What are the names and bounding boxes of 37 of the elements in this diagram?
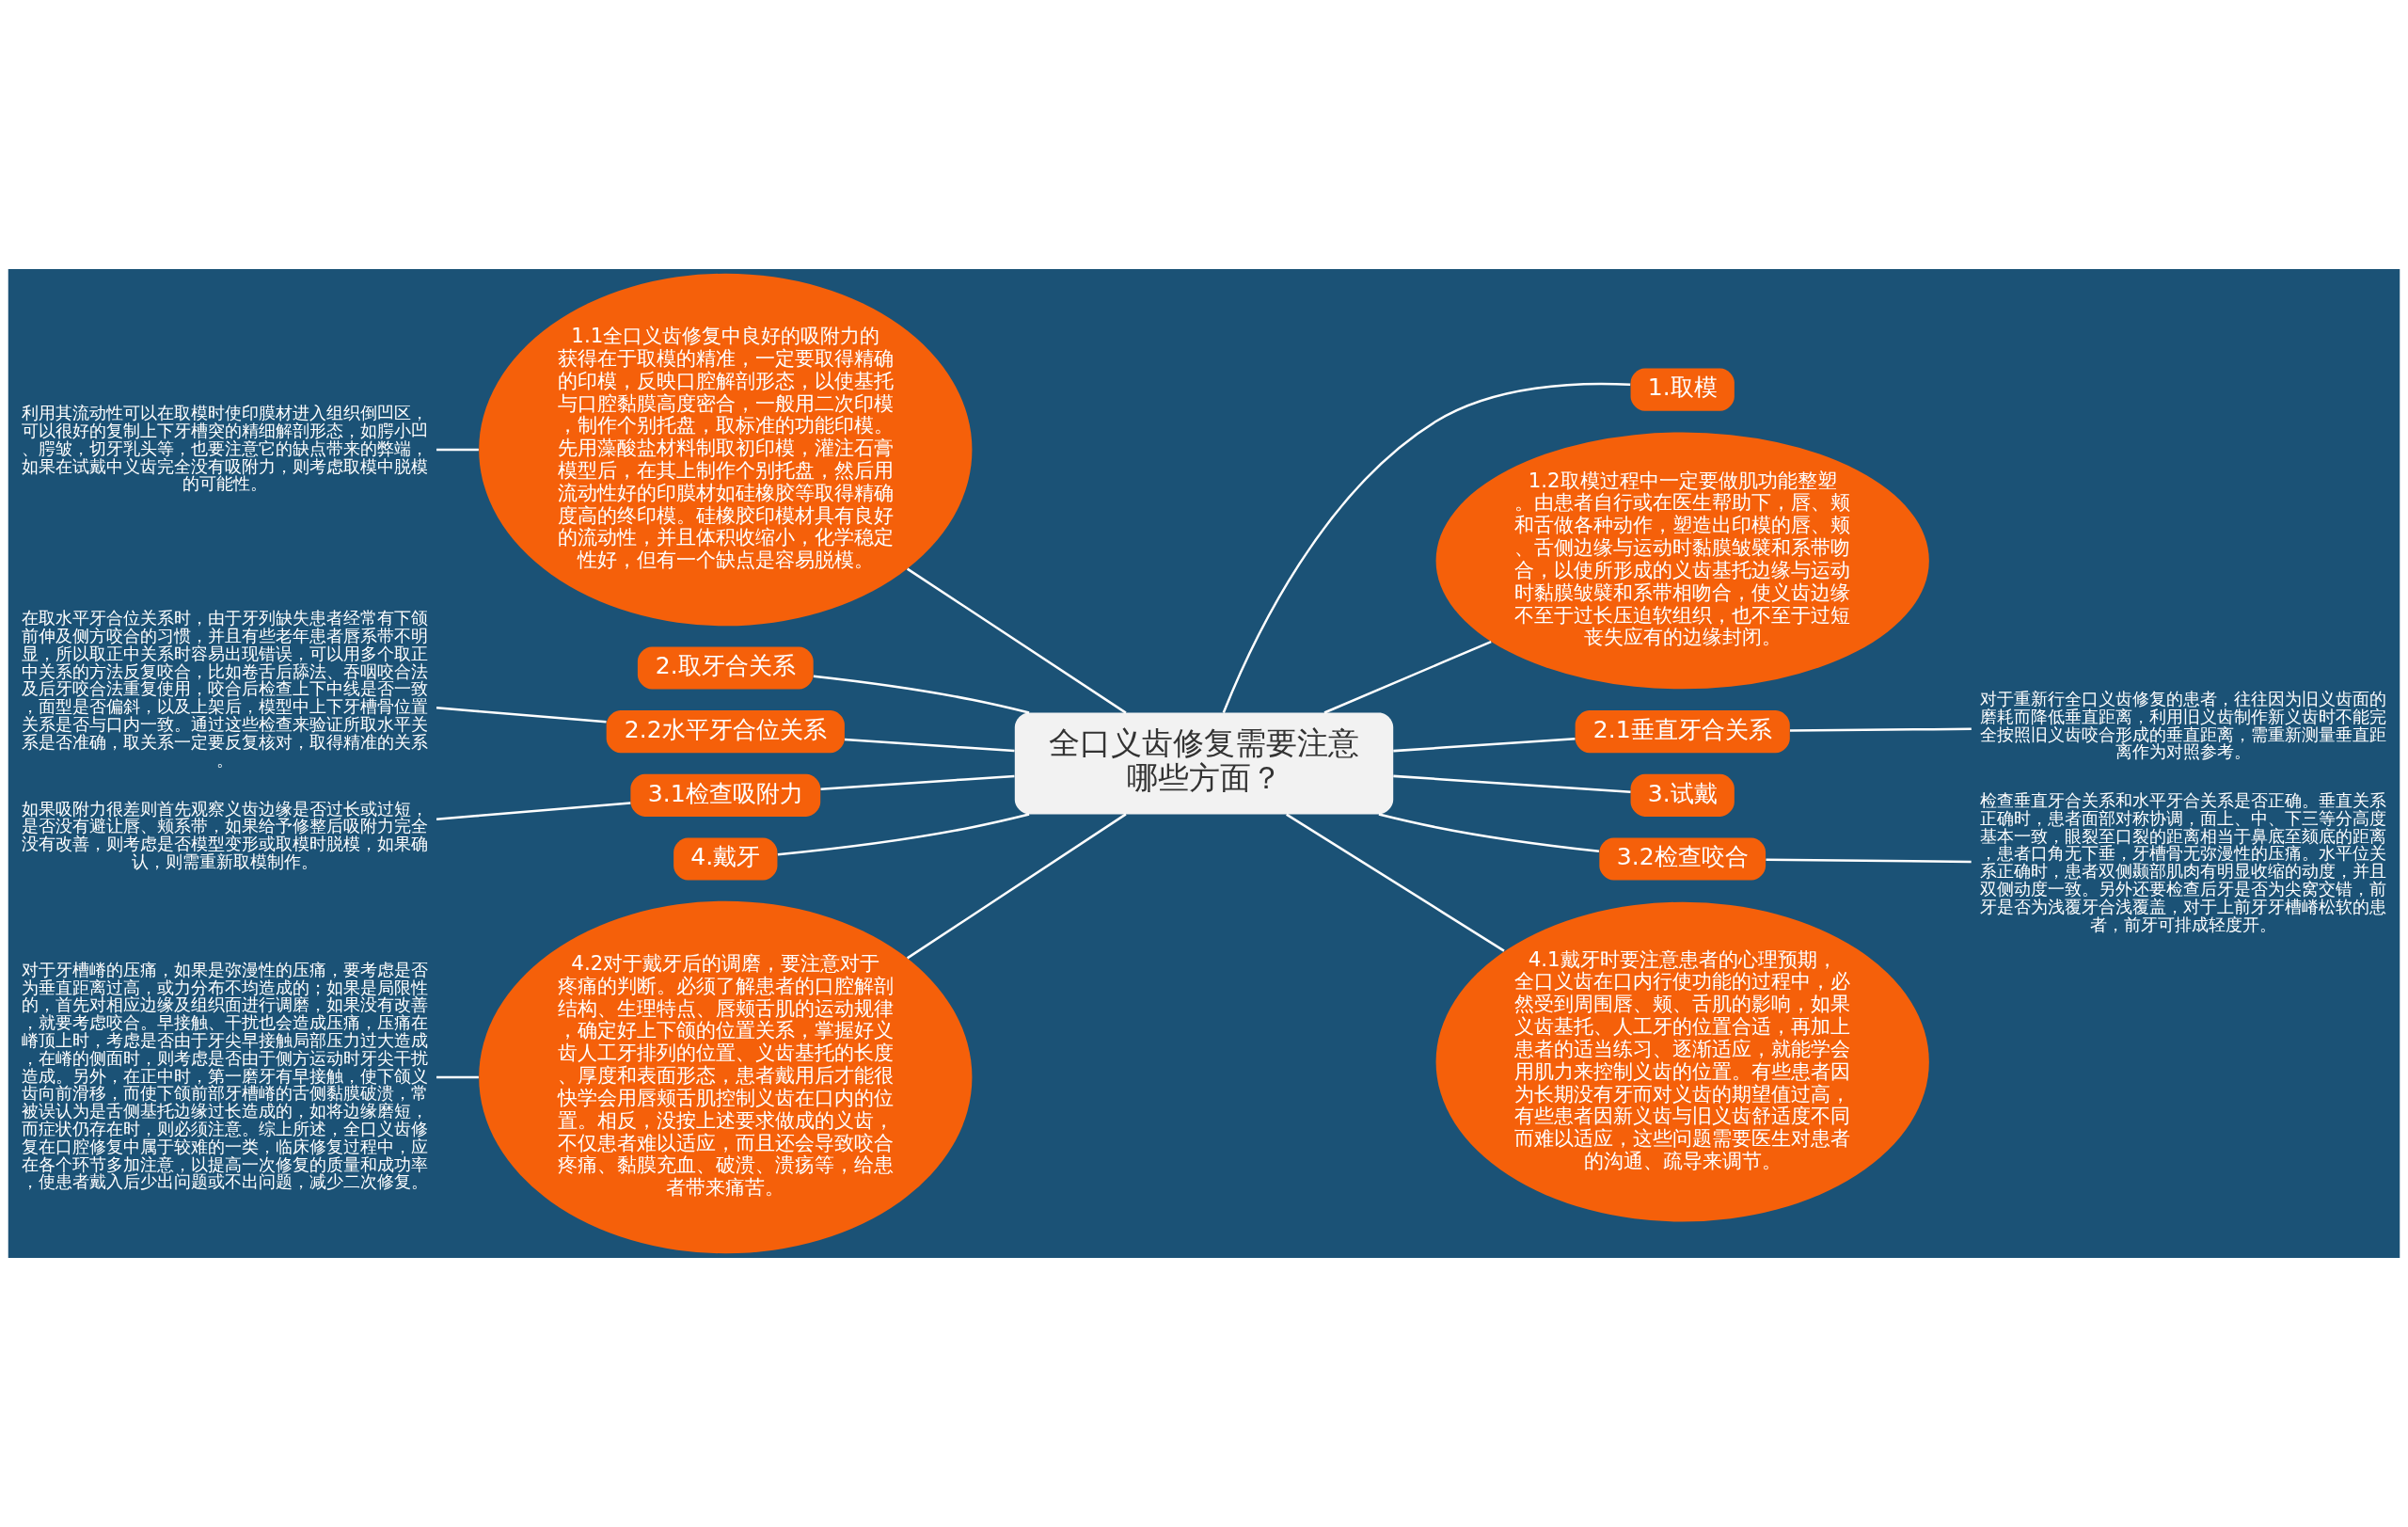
connector xyxy=(436,802,631,820)
connector xyxy=(436,707,607,724)
node-box: 全口义齿修复需要注意哪些方面？ xyxy=(1014,712,1394,815)
connector xyxy=(906,813,1127,960)
node-box: 3.2检查咬合 xyxy=(1599,837,1766,881)
node-text: 在取水平牙合位关系时，由于牙列缺失患者经常有下颌前伸及侧方咬合的习惯，并且有些老年患者唇系带不明显，所以取正中关系时容易出现错误，可以用多个取正中关系的方法反复咬合，比如卷舌后舔法、吞咽咬合法及后牙咬合法重复使用，咬合后检查上下中线是否一致，面型是否偏斜，以及上架后，模型中上下牙槽骨位置关系是否与口内一致。通过这些检查来验证所取水平关系是否准确，取关系一定要反复核对，取得精准的关系。 xyxy=(21,609,428,770)
connector xyxy=(436,1075,479,1079)
node-box: 2.2水平牙合位关系 xyxy=(606,710,845,754)
connector xyxy=(1286,813,1505,952)
node-ellipse: 4.1戴牙时要注意患者的心理预期，全口义齿在口内行使功能的过程中，必然受到周围唇、颊、舌肌的影响，如果义齿基托、人工牙的位置合适，再加上患者的适当练习、逐渐适应，就能学会用肌力来控制义齿的位置。有些患者因为长期没有牙而对义齿的期望值过高，有些患者因新义齿与旧义齿舒适度不同而难以适应，这些问题需要医生对患者的沟通、疏导来调节。 xyxy=(1435,901,1929,1222)
node-text: 对于重新行全口义齿修复的患者，往往因为旧义齿面的磨耗而降低垂直距离，利用旧义齿制作新义齿时不能完全按照旧义齿咬合形成的垂直距离，需重新测量垂直距离作为对照参考。 xyxy=(1980,690,2387,762)
connector xyxy=(1222,382,1631,713)
node-box: 1.取模 xyxy=(1630,368,1735,411)
node-box: 4.戴牙 xyxy=(673,837,778,881)
connector xyxy=(844,738,1015,753)
node-text: 检查垂直牙合关系和水平牙合关系是否正确。垂直关系正确时，患者面部对称协调，面上、中、下三等分高度基本一致，眼裂至口裂的距离相当于鼻底至颏底的距离，患者口角无下垂，牙槽骨无弥漫性的压痛。水平位关系正确时，患者双侧颞部肌肉有明显收缩的动度，并且双侧动度一致。另外还要检查后牙是否为尖窝交错，前牙是否为浅覆牙合浅覆盖，对于上前牙牙槽嵴松软的患者，前牙可排成轻度开。 xyxy=(1980,790,2387,934)
connector xyxy=(1378,813,1600,853)
node-ellipse: 1.2取模过程中一定要做肌功能整塑。由患者自行或在医生帮助下，唇、颊和舌做各种动作，塑造出印模的唇、颊、舌侧边缘与运动时黏膜皱襞和系带吻合，以使所形成的义齿基托边缘与运动时黏膜皱襞和系带相吻合，使义齿边缘不至于过长压迫软组织，也不至于过短丧失应有的边缘封闭。 xyxy=(1435,432,1929,690)
node-text: 利用其流动性可以在取模时使印膜材进入组织倒凹区，可以很好的复制上下牙槽突的精细解剖形态，如腭小凹、腭皱，切牙乳头等，也要注意它的缺点带来的弊端，如果在试戴中义齿完全没有吸附力，则考虑取模中脱模的可能性。 xyxy=(21,404,428,494)
connector xyxy=(777,813,1030,856)
node-box: 3.1检查吸附力 xyxy=(630,773,821,817)
connector xyxy=(1393,737,1576,753)
node-ellipse: 1.1全口义齿修复中良好的吸附力的获得在于取模的精准，一定要取得精确的印模，反映口腔解剖形态，以使基托与口腔黏膜高度密合，一般用二次印模，制作个别托盘，取标准的功能印模。先用藻酸盐材料制取初印模，灌注石膏模型后，在其上制作个别托盘，然后用流动性好的印膜材如硅橡胶等取得精确度高的终印模。硅橡胶印模材具有良好的流动性，并且体积收缩小，化学稳定性好，但有一个缺点是容易脱模。 xyxy=(479,273,973,627)
connector xyxy=(436,448,479,452)
connector xyxy=(1323,640,1492,714)
connector xyxy=(1393,774,1631,793)
connector xyxy=(1766,858,1972,864)
node-box: 3.试戴 xyxy=(1630,773,1735,817)
node-ellipse: 4.2对于戴牙后的调磨，要注意对于疼痛的判断。必须了解患者的口腔解剖结构、生理特点、唇颊舌肌的运动规律，确定好上下颌的位置关系，掌握好义齿人工牙排列的位置、义齿基托的长度、厚度和表面形态，患者戴用后才能很快学会用唇颊舌肌控制义齿在口内的位置。相反，没按上述要求做成的义齿，不仅患者难以适应，而且还会导致咬合疼痛、黏膜充血、破溃、溃疡等，给患者带来痛苦。 xyxy=(479,900,973,1254)
node-box: 2.取牙合关系 xyxy=(637,646,814,690)
connector xyxy=(1790,727,1972,732)
node-text: 对于牙槽嵴的压痛，如果是弥漫性的压痛，要考虑是否为垂直距离过高，或力分布不均造成的；如果是局限性的，首先对相应边缘及组织面进行调磨，如果没有改善，就要考虑咬合。早接触、干扰也会造成压痛，压痛在嵴顶上时，考虑是否由于牙尖早接触局部压力过大造成，在嵴的侧面时，则考虑是否由于侧方运动时牙尖干扰造成。另外，在正中时，第一磨牙有早接触，使下颌义齿向前滑移，而使下颌前部牙槽嵴的舌侧黏膜破溃，常被误认为是舌侧基托边缘过长造成的，如将边缘磨短，而症状仍存在时，则必须注意。综上所述，全口义齿修复在口腔修复中属于较难的一类，临床修复过程中，应在各个环节多加注意，以提高一次修复的质量和成功率，使患者戴入后少出问题或不出问题，减少二次修复。 xyxy=(21,960,428,1192)
node-text: 如果吸附力很差则首先观察义齿边缘是否过长或过短，是否没有避让唇、颊系带，如果给予修整后吸附力完全没有改善，则考虑是否模型变形或取模时脱模，如果确认，则需重新取模制作。 xyxy=(21,799,428,872)
connector xyxy=(813,675,1030,714)
node-box: 2.1垂直牙合关系 xyxy=(1575,710,1790,754)
connector xyxy=(820,774,1015,790)
connector xyxy=(906,567,1127,714)
